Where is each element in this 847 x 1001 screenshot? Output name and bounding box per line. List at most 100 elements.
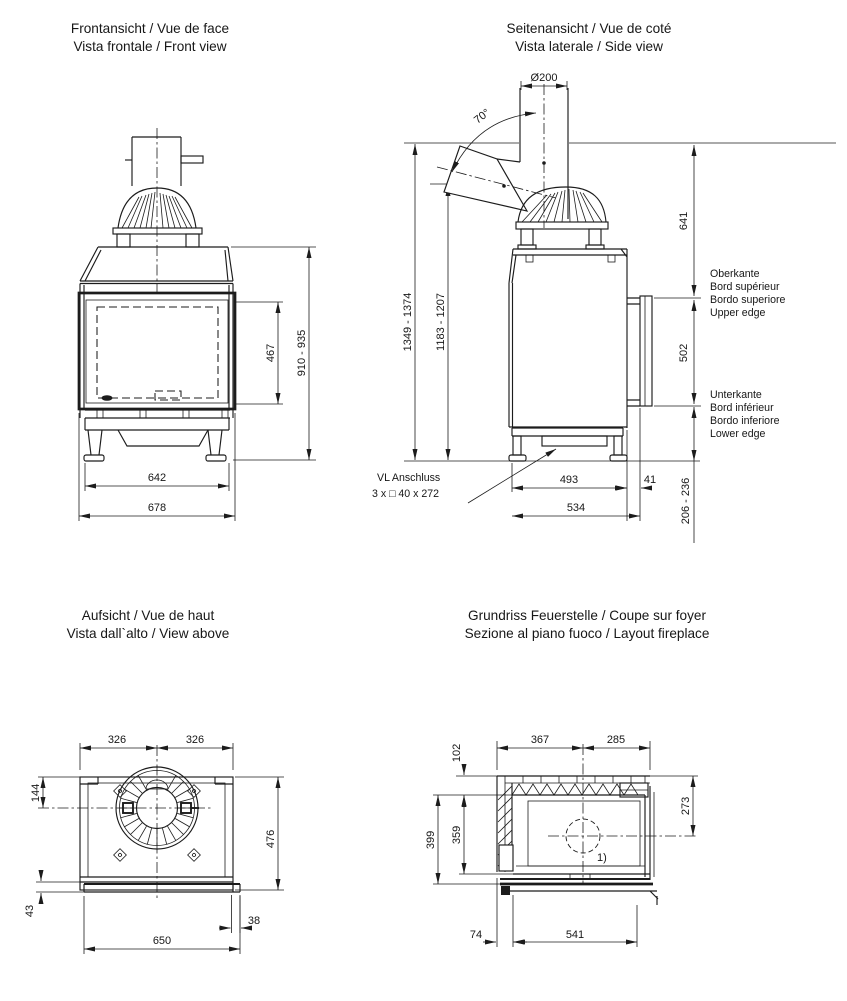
lower-edge-label-de: Unterkante (710, 389, 762, 401)
layout-dim-rear-left-width: 367 (531, 734, 549, 746)
side-dim-datum-to-upper-edge: 641 (678, 212, 690, 230)
side-clamp-left-foot (517, 244, 537, 250)
top-flue-opening (135, 786, 179, 830)
front-hood (79, 246, 234, 285)
side-clamp-right (588, 228, 602, 246)
side-lower-edge-label: Unterkante Bord inférieur Bordo inferior… (710, 389, 780, 440)
top-view: Aufsicht / Vue de haut Vista dall`alto /… (24, 608, 284, 954)
front-glass-dashed (96, 306, 219, 399)
top-corner-tabs (80, 777, 233, 785)
side-drawing: 1349 - 1374 1183 - 1207 Ø200 70° (402, 72, 836, 462)
lower-edge-label-fr: Bord inférieur (710, 402, 774, 414)
side-angle-arc (451, 111, 537, 173)
top-outer-body (79, 776, 234, 891)
layout-rear-tile-strip (505, 776, 650, 784)
side-body-notch-right (607, 254, 616, 263)
top-dome-brackets (113, 784, 201, 862)
side-tilted-flue (443, 145, 529, 212)
layout-firebox-floor (527, 800, 641, 867)
layout-footnote-marker: 1) (597, 852, 607, 864)
side-body (508, 248, 628, 428)
front-band-ticks (96, 410, 229, 418)
vl-leader-arrow (467, 448, 557, 504)
side-clamp-left (520, 228, 534, 246)
front-clamp-left (116, 233, 131, 248)
front-dim-glass-height: 467 (265, 344, 277, 362)
front-dim-ext-overall-width (78, 413, 236, 521)
side-dim-flue-diameter: Ø200 (531, 72, 558, 84)
lower-edge-label-en: Lower edge (710, 428, 765, 440)
top-title-line1: Aufsicht / Vue de haut (82, 608, 215, 623)
side-leg-right (613, 435, 623, 456)
lower-edge-label-it: Bordo inferiore (710, 415, 780, 427)
side-edge-ext-lines (654, 297, 701, 407)
side-doorframe-plate (639, 295, 653, 407)
front-dim-overall-height: 910 - 935 (296, 330, 308, 376)
side-dim-front-offset: 41 (644, 474, 656, 486)
upper-edge-label-en: Upper edge (710, 307, 765, 319)
top-handle-left (122, 802, 134, 814)
layout-dim-circle-center-offset: 273 (680, 797, 692, 815)
top-title-line2: Vista dall`alto / View above (67, 626, 230, 641)
layout-title-line2: Sezione al piano fuoco / Layout fireplac… (465, 626, 710, 641)
top-front-band (80, 876, 233, 883)
layout-dim-depth-inner: 359 (451, 826, 463, 844)
side-dome-ring (515, 221, 609, 230)
side-leg-left (512, 435, 522, 456)
side-foot-right (609, 454, 628, 462)
front-view: Frontansicht / Vue de face Vista frontal… (71, 21, 316, 521)
top-dim-side-offset: 38 (248, 915, 260, 927)
front-damper-handle (180, 155, 204, 164)
side-base-recess (541, 435, 608, 447)
layout-title-line1: Grundriss Feuerstelle / Coupe sur foyer (468, 608, 706, 623)
side-dim-lower-edge-height: 206 - 236 (680, 478, 692, 524)
top-dim-half-width-right: 326 (186, 734, 204, 746)
front-dim-base-width: 642 (148, 472, 166, 484)
front-door-inner (85, 299, 229, 404)
side-flue-axis-dot (542, 161, 546, 165)
side-dim-overall-height: 1349 - 1374 (402, 293, 414, 352)
front-title-line1: Frontansicht / Vue de face (71, 21, 229, 36)
upper-edge-label-de: Oberkante (710, 268, 760, 280)
front-latch-dashed (154, 390, 182, 401)
layout-view: Grundriss Feuerstelle / Coupe sur foyer … (425, 608, 709, 947)
side-dim-base-depth: 493 (560, 474, 578, 486)
layout-crosshair-centerlines (548, 744, 698, 884)
side-bottom-dimensions: 493 41 534 VL Anschluss 3 x □ 40 x 272 (372, 408, 656, 521)
top-dim-ext-38 (231, 895, 241, 933)
top-damper-halfmoon (145, 779, 169, 790)
front-dim-overall-width: 678 (148, 502, 166, 514)
top-dim-body-width: 650 (153, 935, 171, 947)
top-dim-depth: 476 (265, 830, 277, 848)
side-dome-outline (517, 186, 607, 223)
upper-edge-label-fr: Bord supérieur (710, 281, 780, 293)
front-dim-ext-overall (231, 246, 316, 461)
front-dome-outline (117, 187, 197, 229)
front-dim-ext-glass (236, 301, 283, 405)
front-base-recess (117, 429, 209, 447)
side-dim-flue-angle: 70° (472, 107, 493, 127)
side-doorframe-flanges (627, 297, 640, 407)
layout-dim-ext-left (433, 775, 513, 885)
top-dimensions: 326 326 144 476 43 38 650 (24, 734, 284, 954)
layout-rear-zigzag-hatch (511, 783, 639, 796)
front-drawing (77, 128, 237, 462)
top-dim-ext-650 (83, 896, 241, 954)
front-dome-ribs (121, 191, 193, 229)
front-plinth (84, 409, 230, 431)
front-dimensions: 467 910 - 935 642 678 (78, 246, 316, 521)
side-dome-ribs (521, 188, 603, 223)
layout-flue-circle-dashed (565, 818, 601, 854)
side-dim-flue-outlet-height: 1183 - 1207 (435, 293, 447, 351)
side-base-band (511, 427, 624, 437)
layout-dim-rear-wall-thickness: 102 (451, 744, 463, 762)
top-dim-ext-326 (79, 743, 234, 770)
top-dim-flue-center-offset: 144 (30, 784, 42, 802)
front-clamp-right (185, 233, 200, 248)
layout-dim-depth-outer: 399 (425, 831, 437, 849)
side-right-dimensions: 641 502 206 - 236 Oberkante Bord supérie… (654, 145, 785, 543)
vl-connection-line1: VL Anschluss (377, 472, 440, 484)
side-foot-left (508, 454, 527, 462)
